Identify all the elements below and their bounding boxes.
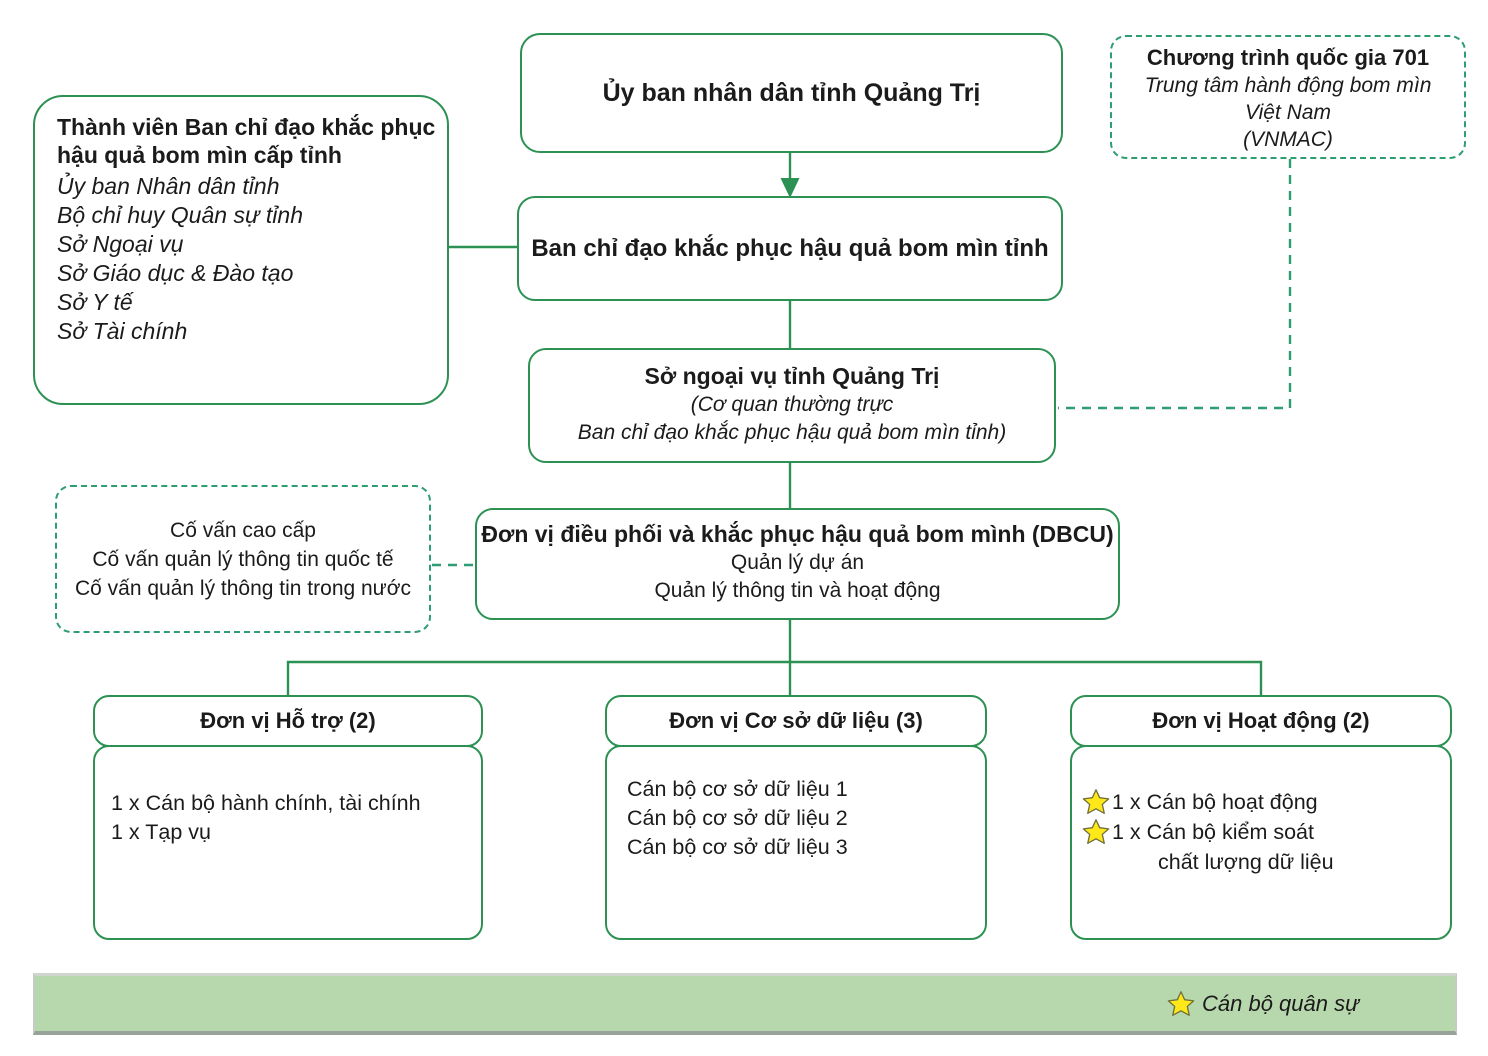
legend-entry: Cán bộ quân sự — [1167, 976, 1359, 1031]
box-title: Chương trình quốc gia 701 — [1146, 45, 1430, 70]
box-advisors: Cố vấn cao cấp Cố vấn quản lý thông tin … — [55, 485, 431, 633]
box-title: Thành viên Ban chỉ đạo khắc phục hậu quả… — [57, 114, 436, 168]
box-title: Ủy ban nhân dân tỉnh Quảng Trị — [602, 78, 981, 107]
box-title: Đơn vị Cơ sở dữ liệu (3) — [669, 708, 923, 733]
staff-item: Cán bộ cơ sở dữ liệu 3 — [627, 835, 848, 859]
member-item: Bộ chỉ huy Quân sự tỉnh — [57, 202, 303, 228]
box-steering-committee-members: Thành viên Ban chỉ đạo khắc phục hậu quả… — [33, 95, 449, 405]
star-icon — [1167, 990, 1195, 1016]
staff-item: 1 x Tạp vụ — [111, 820, 211, 844]
box-department-of-foreign-affairs: Sở ngoại vụ tỉnh Quảng Trị (Cơ quan thườ… — [528, 348, 1056, 463]
member-item: Sở Ngoại vụ — [57, 231, 184, 257]
legend-label: Cán bộ quân sự — [1202, 990, 1360, 1016]
box-database-unit: Cán bộ cơ sở dữ liệu 1 Cán bộ cơ sở dữ l… — [605, 695, 987, 940]
unit-body: 1 x Cán bộ hành chính, tài chính 1 x Tạp… — [93, 745, 483, 940]
box-subtitle-line: Ban chỉ đạo khắc phục hậu quả bom mìn tỉ… — [577, 421, 1007, 444]
staff-item: 1 x Cán bộ kiểm soát — [1112, 820, 1314, 844]
box-provincial-steering-committee: Ban chỉ đạo khắc phục hậu quả bom mìn tỉ… — [517, 196, 1063, 301]
member-item: Sở Giáo dục & Đào tạo — [57, 260, 294, 286]
box-operations-unit: 1 x Cán bộ hoạt động 1 x Cán bộ kiểm soá… — [1070, 695, 1452, 940]
staff-item: chất lượng dữ liệu — [1158, 850, 1334, 874]
box-subtitle-line: Quản lý dự án — [730, 551, 865, 574]
unit-header: Đơn vị Cơ sở dữ liệu (3) — [605, 695, 987, 747]
box-subtitle-line: (Cơ quan thường trực — [690, 393, 894, 416]
box-title: Sở ngoại vụ tỉnh Quảng Trị — [644, 363, 940, 389]
advisor-item: Cố vấn cao cấp — [170, 518, 316, 542]
staff-item-row: 1 x Cán bộ kiểm soát — [1082, 817, 1444, 847]
staff-item: 1 x Cán bộ hoạt động — [1112, 790, 1318, 814]
box-support-unit: 1 x Cán bộ hành chính, tài chính 1 x Tạp… — [93, 695, 483, 940]
box-title: Đơn vị Hoạt động (2) — [1152, 708, 1370, 733]
staff-item-row: chất lượng dữ liệu — [1082, 847, 1444, 877]
star-icon — [1082, 789, 1110, 814]
arrow-down-icon — [780, 178, 800, 198]
advisor-item: Cố vấn quản lý thông tin trong nước — [74, 576, 412, 600]
staff-item: Cán bộ cơ sở dữ liệu 1 — [627, 777, 848, 801]
unit-body: 1 x Cán bộ hoạt động 1 x Cán bộ kiểm soá… — [1070, 745, 1452, 940]
box-subtitle-line: Việt Nam — [1245, 101, 1331, 124]
box-title: Đơn vị Hỗ trợ (2) — [200, 708, 376, 733]
staff-item: 1 x Cán bộ hành chính, tài chính — [111, 791, 421, 815]
staff-item: Cán bộ cơ sở dữ liệu 2 — [627, 806, 848, 830]
advisor-item: Cố vấn quản lý thông tin quốc tế — [92, 547, 394, 571]
staff-item-row: 1 x Cán bộ hoạt động — [1082, 787, 1444, 817]
box-subtitle-line: Trung tâm hành động bom mìn — [1144, 74, 1432, 97]
box-title: Ban chỉ đạo khắc phục hậu quả bom mìn tỉ… — [531, 234, 1049, 262]
member-item: Sở Y tế — [57, 289, 133, 315]
box-provincial-peoples-committee: Ủy ban nhân dân tỉnh Quảng Trị — [520, 33, 1063, 153]
member-item: Ủy ban Nhân dân tỉnh — [57, 173, 280, 199]
box-dbcu-coordination-unit: Đơn vị điều phối và khắc phục hậu quả bo… — [475, 508, 1120, 620]
box-title: Đơn vị điều phối và khắc phục hậu quả bo… — [481, 521, 1114, 547]
unit-header: Đơn vị Hỗ trợ (2) — [93, 695, 483, 747]
legend-bar: Cán bộ quân sự — [33, 973, 1457, 1035]
star-icon — [1082, 819, 1110, 844]
box-subtitle-line: (VNMAC) — [1243, 128, 1333, 151]
box-subtitle-line: Quản lý thông tin và hoạt động — [654, 579, 941, 602]
box-vnmac-program-701: Chương trình quốc gia 701 Trung tâm hành… — [1110, 35, 1466, 159]
unit-body: Cán bộ cơ sở dữ liệu 1 Cán bộ cơ sở dữ l… — [605, 745, 987, 940]
unit-header: Đơn vị Hoạt động (2) — [1070, 695, 1452, 747]
member-item: Sở Tài chính — [57, 318, 188, 344]
